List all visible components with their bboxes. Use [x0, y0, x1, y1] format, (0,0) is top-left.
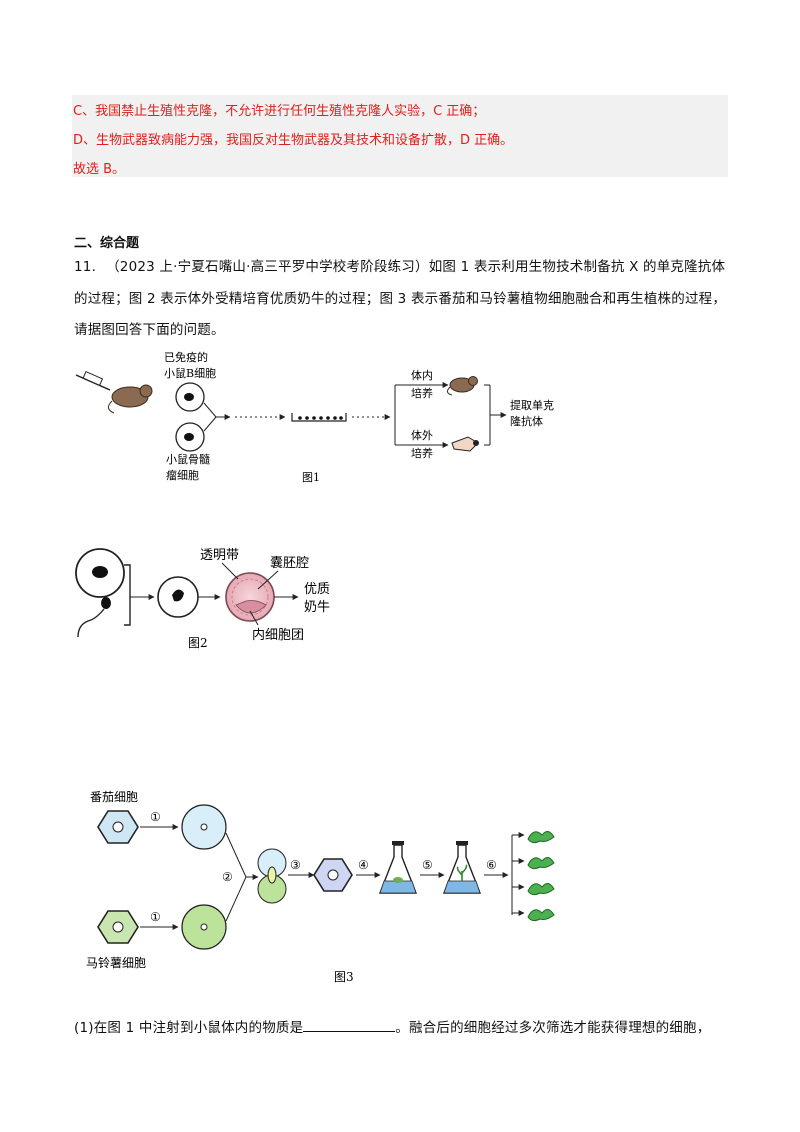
label-zona-pellucida: 透明带 — [200, 548, 239, 563]
step-6: ⑥ — [486, 858, 497, 872]
figure-1-caption: 图1 — [302, 471, 320, 484]
step-5: ⑤ — [422, 858, 433, 872]
plant-icon — [527, 831, 555, 844]
figure-1: 已免疫的 小鼠B细胞 小鼠骨髓 瘤细胞 图1 体内 培养 体外 培养 提取单 — [75, 350, 554, 484]
tomato-cell-icon — [97, 810, 139, 844]
answer-line-conclusion: 故选 B。 — [73, 162, 126, 177]
sperm-icon — [77, 597, 111, 638]
step-4: ④ — [358, 858, 369, 872]
mouse-icon — [108, 384, 153, 414]
culture-plate-icon — [291, 413, 347, 422]
section-heading: 二、综合题 — [74, 236, 140, 251]
culture-bottle-icon — [451, 436, 479, 452]
zygote-icon — [157, 576, 199, 618]
blastocyst-icon — [225, 572, 275, 622]
figure-3-caption: 图3 — [334, 970, 354, 984]
answer-blank[interactable] — [303, 1017, 396, 1032]
plant-icon — [527, 909, 555, 922]
step-1b: ① — [150, 910, 161, 924]
plant-icon — [527, 857, 555, 870]
label-b-cell-1: 已免疫的 — [164, 350, 208, 364]
syringe-icon — [75, 370, 111, 391]
answer-line-c: C、我国禁止生殖性克隆，不允许进行任何生殖性克隆人实验，C 正确； — [73, 104, 486, 119]
label-inner-cell-mass: 内细胞团 — [252, 627, 304, 643]
sub-question-1: (1)在图 1 中注射到小鼠体内的物质是 。融合后的细胞经过多次筛选才能获得理想的… — [74, 1016, 710, 1036]
question-number: 11. — [74, 259, 97, 275]
step-3: ③ — [290, 858, 301, 872]
step-2: ② — [222, 870, 233, 884]
figure-2: 透明带 囊胚腔 内细胞团 优质 奶牛 图2 — [75, 548, 330, 650]
b-cell-icon — [175, 382, 205, 412]
sub-question-1-prefix: (1)在图 1 中注射到小鼠体内的物质是 — [74, 1020, 304, 1036]
flask-seedling-icon — [442, 841, 482, 894]
question-line-2: 的过程；图 2 表示体外受精培育优质奶牛的过程；图 3 表示番茄和马铃薯植物细胞… — [74, 291, 727, 307]
label-extract-1: 提取单克 — [510, 399, 554, 412]
label-blastocoel: 囊胚腔 — [270, 555, 309, 571]
sub-question-1-suffix: 。融合后的细胞经过多次筛选才能获得理想的细胞， — [395, 1020, 711, 1036]
plant-icon — [527, 883, 555, 896]
step-1a: ① — [150, 810, 161, 824]
flask-callus-icon — [378, 841, 418, 894]
label-extract-2: 隆抗体 — [510, 414, 543, 428]
label-in-vitro-2: 培养 — [411, 446, 433, 460]
label-b-cell-2: 小鼠B细胞 — [164, 366, 216, 380]
answer-line-d: D、生物武器致病能力强，我国反对生物武器及其技术和设备扩散，D 正确。 — [73, 133, 514, 148]
label-tomato-cell: 番茄细胞 — [90, 790, 138, 804]
fused-protoplast-icon — [257, 848, 287, 904]
label-in-vivo-2: 培养 — [411, 386, 433, 400]
label-myeloma-2: 瘤细胞 — [166, 468, 199, 482]
answer-explanation-box — [72, 95, 728, 177]
potato-protoplast-icon — [181, 904, 227, 950]
question-line-1: 11. （2023 上·宁夏石嘴山·高三平罗中学校考阶段练习）如图 1 表示利用生… — [74, 255, 725, 275]
potato-cell-icon — [97, 910, 139, 944]
label-cow-2: 奶牛 — [304, 600, 330, 615]
label-cow-1: 优质 — [304, 582, 330, 597]
mouse-icon — [446, 376, 478, 396]
figure-3: 番茄细胞 ① ① 马铃薯细胞 ② ③ ④ — [86, 790, 555, 984]
question-line-3: 请据图回答下面的问题。 — [74, 322, 225, 338]
label-myeloma-1: 小鼠骨髓 — [166, 452, 210, 466]
hybrid-cell-icon — [313, 858, 353, 892]
label-in-vitro-1: 体外 — [411, 428, 433, 442]
egg-cell-icon — [75, 548, 125, 598]
label-in-vivo-1: 体内 — [411, 368, 433, 382]
label-potato-cell: 马铃薯细胞 — [86, 955, 146, 970]
myeloma-cell-icon — [175, 422, 205, 452]
question-source: （2023 上·宁夏石嘴山·高三平罗中学校考阶段练习）如图 1 表示利用生物技术… — [106, 259, 726, 275]
tomato-protoplast-icon — [181, 804, 227, 850]
figure-2-caption: 图2 — [188, 636, 208, 650]
